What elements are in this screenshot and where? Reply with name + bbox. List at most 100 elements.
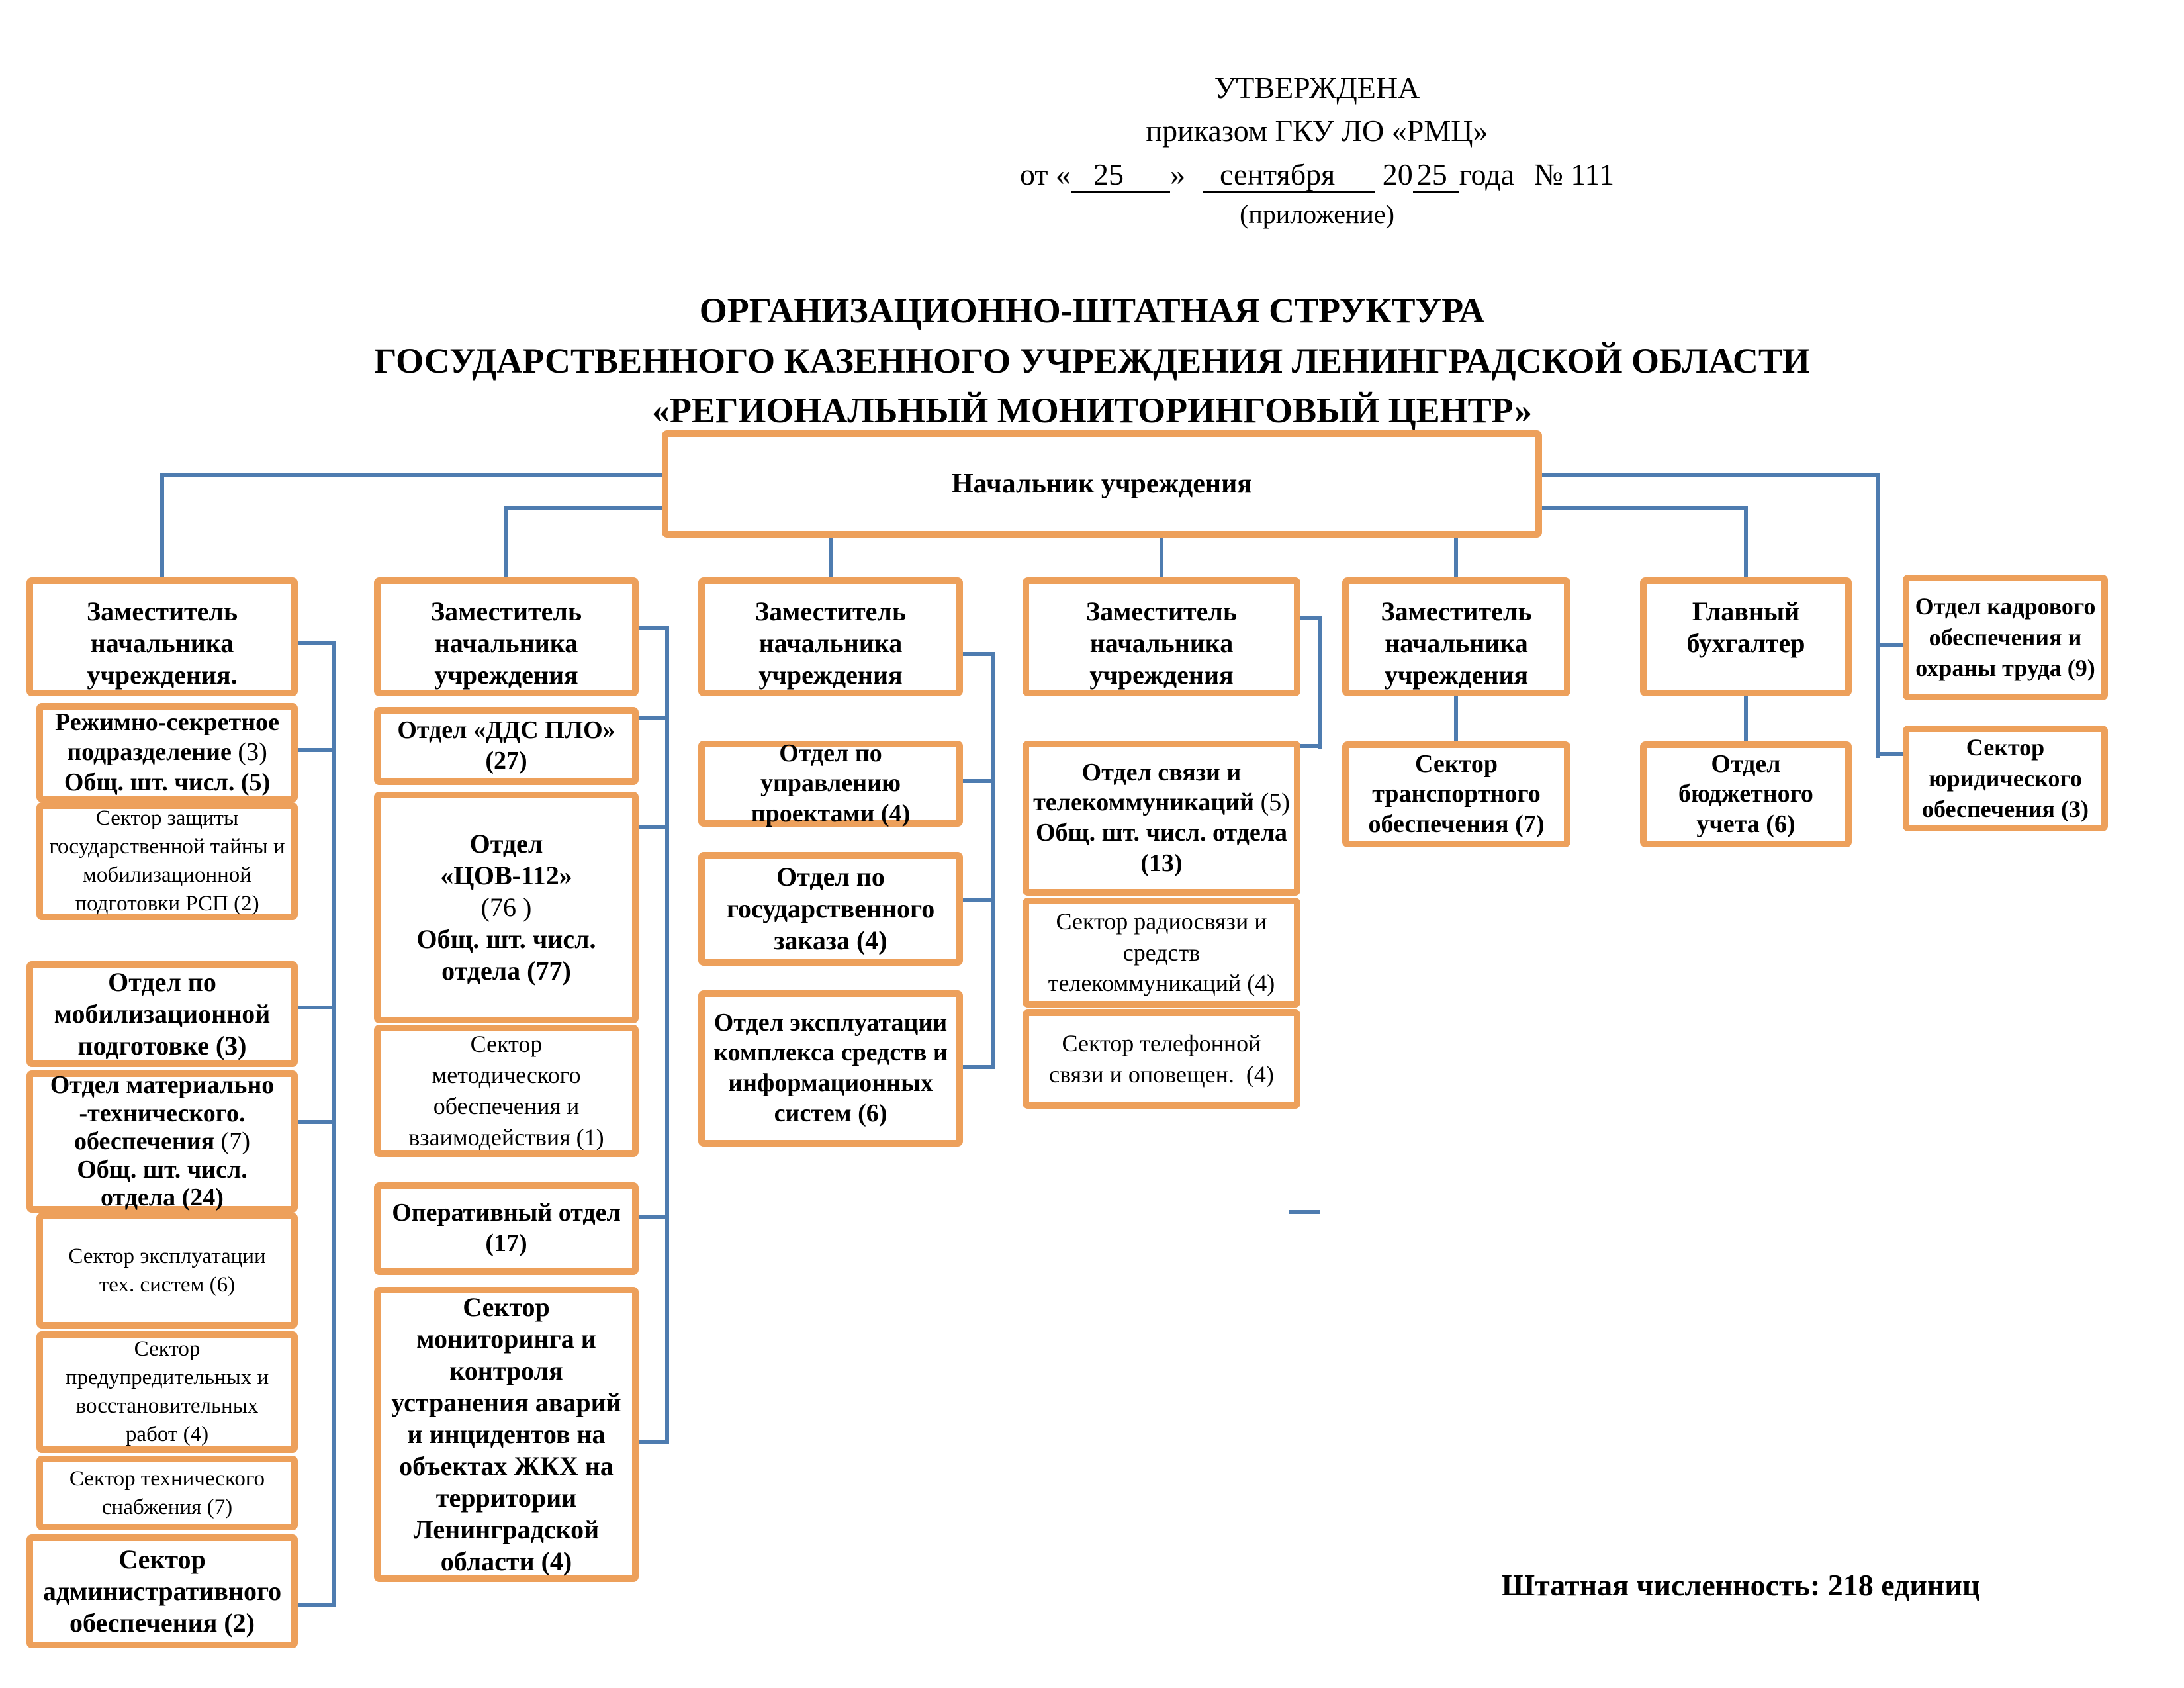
connector-col1-stub-rsp (298, 748, 335, 752)
connector-chief-to-col1-h (162, 473, 662, 477)
box-sector-methodical-label: Сектор методического обеспечения и взаим… (408, 1031, 604, 1150)
box-sector-radio-label: Сектор радиосвязи и средств телекоммуник… (1048, 908, 1275, 997)
date-month: сентября (1203, 157, 1375, 193)
box-sector-radio: Сектор радиосвязи и средств телекоммуник… (1023, 898, 1300, 1008)
box-dept-telecom: Отдел связи и телекоммуникаций (5) Общ. … (1023, 741, 1300, 896)
connector-col3-stub-order (963, 898, 993, 902)
connector-col1-stub-admin (298, 1603, 335, 1607)
box-sector-legal-label: Сектор юридического обеспечения (3) (1922, 733, 2089, 823)
connector-col1-trunk (332, 641, 336, 1607)
box-dept-project-management: Отдел по управлению проектами (4) (698, 739, 963, 827)
date-century: 20 (1382, 157, 1413, 191)
box-sector-phone: Сектор телефонной связи и оповещен. (4) (1023, 1009, 1300, 1109)
box-dept-state-order: Отдел по государственного заказа (4) (698, 852, 963, 966)
box-sector-preventive-restoration-label: Сектор предупредительных и восстановител… (65, 1337, 269, 1446)
connector-col1-stub-mob (298, 1006, 335, 1009)
connector-col4-bracket-v (1318, 616, 1322, 749)
box-dept-complex-operation: Отдел эксплуатации комплекса средств и и… (698, 990, 963, 1147)
page-title: ОРГАНИЗАЦИОННО-ШТАТНАЯ СТРУКТУРА ГОСУДАР… (265, 286, 1919, 436)
connector-chief-to-col6-v (1744, 506, 1748, 579)
box-dept-dds-plo: Отдел «ДДС ПЛО» (27) (374, 707, 639, 785)
date-day: 25 (1071, 157, 1171, 193)
connector-chief-to-col1-v (160, 473, 164, 579)
box-dept-complex-operation-label: Отдел эксплуатации комплекса средств и и… (713, 1008, 948, 1127)
connector-col2-stub-monitor (639, 1440, 668, 1444)
telecom-part-3: Общ. шт. числ. отдела (13) (1035, 819, 1288, 877)
rsp-part-3: Общ. шт. числ. (5) (64, 768, 271, 796)
connector-col2-stub-cov (639, 825, 668, 829)
connector-col7-stub-legal (1878, 752, 1905, 756)
approval-block: УТВЕРЖДЕНА приказом ГКУ ЛО «РМЦ» от «25»… (960, 66, 1674, 234)
connector-col2-stub-head (639, 626, 668, 630)
box-chief-accountant-label: Главный бухгалтер (1686, 596, 1805, 658)
box-dept-material-technical: Отдел материально -технического. обеспеч… (26, 1070, 298, 1213)
rsp-part-1: Режимно-секретное подразделение (55, 708, 279, 767)
connector-col2-trunk (665, 626, 669, 1444)
box-regime-secret-unit-label: Режимно-секретное подразделение (3) Общ.… (43, 706, 291, 800)
cov-part-3: Общ. шт. числ. отдела (77) (416, 924, 596, 986)
cov-part-1: Отдел «ЦОВ-112» (440, 829, 572, 890)
box-deputy-4: Заместитель начальника учреждения (1023, 577, 1300, 696)
mat-part-1: Отдел материально -технического. обеспеч… (50, 1071, 275, 1156)
box-dept-dds-plo-label: Отдел «ДДС ПЛО» (27) (397, 716, 615, 774)
connector-col2-stub-dds (639, 716, 668, 720)
title-line-2: ГОСУДАРСТВЕННОГО КАЗЕННОГО УЧРЕЖДЕНИЯ ЛЕ… (374, 340, 1810, 381)
box-dept-material-technical-label: Отдел материально -технического. обеспеч… (33, 1070, 291, 1213)
connector-chief-to-col6-h (1542, 506, 1744, 510)
connector-col6-head-to-budget (1744, 696, 1748, 743)
box-sector-tech-systems: Сектор эксплуатации тех. систем (6) (36, 1213, 298, 1329)
connector-chief-to-col4-v (1160, 536, 1163, 579)
order-number: № 111 (1533, 157, 1614, 191)
cov-part-2: (76 ) (480, 892, 532, 922)
box-dept-operative-label: Оперативный отдел (17) (392, 1199, 621, 1257)
connector-chief-to-col2-v (504, 506, 508, 579)
connector-col3-stub-projects (963, 779, 993, 783)
box-chief-accountant: Главный бухгалтер (1640, 577, 1852, 696)
connector-col4-bracket-bottom (1300, 744, 1322, 748)
box-sector-state-secret: Сектор защиты государственной тайны и мо… (36, 802, 298, 920)
box-dept-operative: Оперативный отдел (17) (374, 1182, 639, 1275)
date-quote-close: » (1170, 157, 1186, 191)
mat-part-2: (7) (220, 1127, 250, 1156)
box-sector-legal: Сектор юридического обеспечения (3) (1903, 726, 2108, 831)
box-deputy-5: Заместитель начальника учреждения (1342, 577, 1570, 696)
box-deputy-3: Заместитель начальника учреждения (698, 577, 963, 696)
box-sector-administrative-label: Сектор административного обеспечения (2) (42, 1544, 282, 1638)
box-chief-label: Начальник учреждения (951, 468, 1253, 499)
connector-col3-stub-head (963, 652, 993, 656)
date-year-word: года (1459, 157, 1514, 191)
box-regime-secret-unit: Режимно-секретное подразделение (3) Общ.… (36, 703, 298, 802)
connector-chief-to-col3-v (829, 536, 833, 579)
box-deputy-4-label: Заместитель начальника учреждения (1085, 596, 1238, 690)
connector-chief-to-col7-h (1542, 473, 1878, 477)
box-sector-methodical: Сектор методического обеспечения и взаим… (374, 1025, 639, 1157)
box-dept-cov-112-label: Отдел «ЦОВ-112» (76 ) Общ. шт. числ. отд… (381, 827, 632, 988)
box-sector-phone-label: Сектор телефонной связи и оповещен. (4) (1049, 1030, 1274, 1088)
rsp-part-2: (3) (238, 738, 267, 767)
box-dept-budget-accounting-label: Отдел бюджетного учета (6) (1678, 749, 1813, 838)
box-sector-technical-supply-label: Сектор технического снабжения (7) (69, 1466, 265, 1519)
box-sector-technical-supply: Сектор технического снабжения (7) (36, 1456, 298, 1530)
box-sector-administrative: Сектор административного обеспечения (2) (26, 1534, 298, 1648)
box-dept-state-order-label: Отдел по государственного заказа (4) (726, 862, 935, 955)
date-prefix: от « (1020, 157, 1071, 191)
approval-line-appendix: (приложение) (1240, 199, 1394, 229)
connector-col1-stub-head (298, 641, 335, 645)
box-dept-hr-labor: Отдел кадрового обеспечения и охраны тру… (1903, 575, 2108, 700)
box-deputy-5-label: Заместитель начальника учреждения (1381, 596, 1532, 690)
box-deputy-2-label: Заместитель начальника учреждения (430, 596, 582, 690)
connector-col3-trunk (991, 652, 995, 1069)
box-sector-preventive-restoration: Сектор предупредительных и восстановител… (36, 1331, 298, 1453)
connector-col1-stub-mat (298, 1120, 335, 1124)
box-sector-transport: Сектор транспортного обеспечения (7) (1342, 741, 1570, 847)
connector-col4-bracket-top (1300, 616, 1322, 620)
mat-part-3: Общ. шт. числ. отдела (24) (77, 1155, 248, 1212)
connector-col7-trunk-v (1876, 473, 1880, 758)
box-dept-cov-112: Отдел «ЦОВ-112» (76 ) Общ. шт. числ. отд… (374, 792, 639, 1023)
connector-col3-stub-complex (963, 1065, 993, 1069)
connector-col5-head-to-transport (1454, 696, 1458, 743)
box-deputy-1-label: Заместитель начальника учреждения. (86, 596, 238, 690)
approval-line-approved: УТВЕРЖДЕНА (1214, 71, 1420, 105)
